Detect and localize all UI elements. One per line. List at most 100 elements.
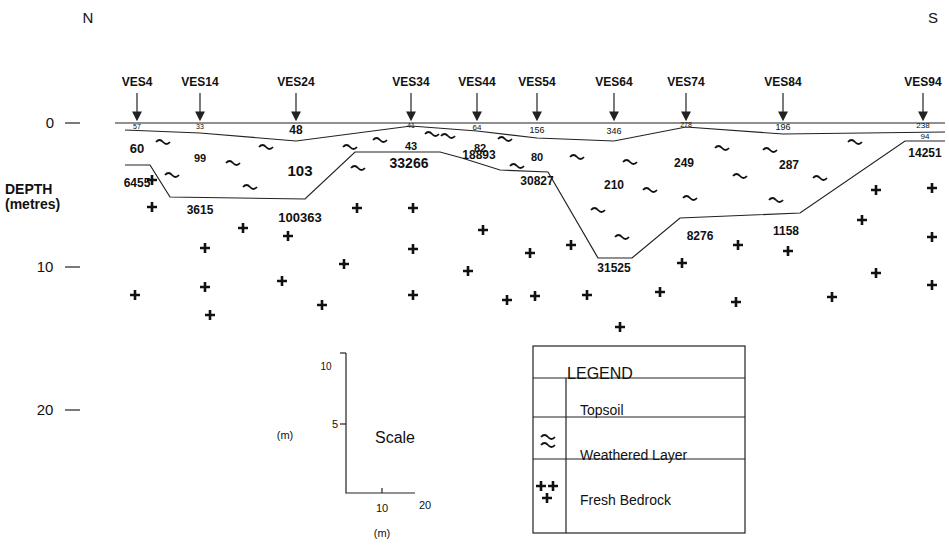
resistivity-value: 6455 xyxy=(124,177,151,190)
resistivity-value: 278 xyxy=(680,121,692,129)
arrow-head xyxy=(407,112,415,120)
station-label: VES84 xyxy=(764,76,801,89)
bedrock-symbol xyxy=(927,280,937,290)
legend-rule xyxy=(533,377,745,378)
arrow-head xyxy=(473,112,481,120)
resistivity-value: 64 xyxy=(473,124,482,133)
scale-unit: (m) xyxy=(374,527,391,539)
bedrock-symbol xyxy=(130,290,140,300)
scale-value: 10 xyxy=(376,502,388,514)
depth-tick xyxy=(65,266,80,267)
bedrock-symbol xyxy=(525,248,535,258)
resistivity-value: 41 xyxy=(407,122,415,130)
station-label: VES34 xyxy=(392,76,429,89)
weathered-symbol xyxy=(343,145,357,149)
bedrock-symbol xyxy=(615,322,625,332)
legend-title: LEGEND xyxy=(567,365,633,383)
bedrock-symbol xyxy=(655,287,665,297)
weathered-symbol xyxy=(351,166,365,170)
compass-label: N xyxy=(83,10,94,27)
scale-axes xyxy=(346,353,415,493)
scale-title: Scale xyxy=(375,429,415,447)
weathered-symbol xyxy=(259,145,273,149)
arrow-head xyxy=(682,112,690,120)
weathered-symbol xyxy=(226,161,240,165)
resistivity-value: 100363 xyxy=(278,211,321,225)
scale-value: 5 xyxy=(332,418,338,430)
weathered-symbol xyxy=(763,148,777,152)
bedrock-symbol xyxy=(783,246,793,256)
resistivity-value: 196 xyxy=(775,123,790,133)
bedrock-symbol xyxy=(871,185,881,195)
bedrock-symbol xyxy=(827,292,837,302)
bedrock-symbol xyxy=(277,276,287,286)
station-label: VES94 xyxy=(904,76,941,89)
station-label: VES14 xyxy=(181,76,218,89)
bedrock-symbol xyxy=(478,225,488,235)
resistivity-value: 156 xyxy=(529,126,544,136)
depth-axis-title: DEPTH (metres) xyxy=(5,182,80,213)
bedrock-symbol xyxy=(147,202,157,212)
bedrock-symbol xyxy=(283,231,293,241)
resistivity-value: 1158 xyxy=(773,225,799,238)
bedrock-symbol xyxy=(200,282,210,292)
scale-unit: (m) xyxy=(277,429,294,441)
weathered-symbol xyxy=(156,140,170,144)
resistivity-value: 346 xyxy=(606,127,621,137)
scale-tick xyxy=(381,488,382,493)
bedrock-symbol xyxy=(927,183,937,193)
legend-rule xyxy=(565,378,566,533)
bedrock-symbol xyxy=(200,243,210,253)
scale-tick xyxy=(340,423,346,424)
resistivity-value: 80 xyxy=(531,151,543,163)
bedrock-symbol xyxy=(238,223,248,233)
weathered-symbol xyxy=(733,174,747,178)
bedrock-symbol xyxy=(731,297,741,307)
depth-tick xyxy=(65,409,80,410)
legend-rule xyxy=(533,416,745,417)
bedrock-symbol xyxy=(530,291,540,301)
resistivity-value: 30827 xyxy=(520,175,553,188)
weathered-symbol xyxy=(683,196,697,200)
bedrock-symbol xyxy=(566,240,576,250)
bedrock-symbol xyxy=(548,481,558,491)
bedrock-boundary xyxy=(125,141,945,258)
weathered-symbol xyxy=(441,134,455,138)
resistivity-value: 99 xyxy=(194,152,206,164)
weathered-symbol xyxy=(643,188,657,192)
arrow-head xyxy=(610,112,618,120)
legend-entry: Fresh Bedrock xyxy=(580,492,671,508)
bedrock-symbol xyxy=(317,300,327,310)
weathered-symbol xyxy=(165,173,179,177)
legend-entry: Weathered Layer xyxy=(580,447,687,463)
weathered-symbol xyxy=(570,155,584,159)
resistivity-value: 3615 xyxy=(187,204,214,217)
bedrock-symbol xyxy=(408,203,418,213)
bedrock-symbol xyxy=(339,259,349,269)
bedrock-symbol xyxy=(408,290,418,300)
resistivity-value: 103 xyxy=(287,163,312,180)
topsoil-base xyxy=(125,126,945,141)
bedrock-symbol xyxy=(542,493,552,503)
resistivity-value: 33266 xyxy=(390,156,429,171)
weathered-symbol xyxy=(591,208,605,212)
weathered-symbol xyxy=(715,146,729,150)
depth-value: 20 xyxy=(37,402,54,419)
bedrock-symbol xyxy=(871,268,881,278)
arrow-head xyxy=(533,112,541,120)
station-label: VES4 xyxy=(122,76,153,89)
bedrock-symbol xyxy=(536,481,546,491)
bedrock-symbol xyxy=(677,258,687,268)
compass-label: S xyxy=(928,10,938,27)
bedrock-symbol xyxy=(582,290,592,300)
resistivity-value: 33 xyxy=(196,123,204,131)
scale-tick xyxy=(340,352,346,353)
arrow-head xyxy=(133,112,141,120)
resistivity-value: 18893 xyxy=(462,149,495,162)
resistivity-value: 43 xyxy=(405,140,417,152)
weathered-symbol xyxy=(498,137,512,141)
resistivity-value: 249 xyxy=(674,157,694,170)
station-label: VES64 xyxy=(595,76,632,89)
resistivity-value: 14251 xyxy=(908,147,941,160)
weathered-symbol xyxy=(615,235,629,239)
